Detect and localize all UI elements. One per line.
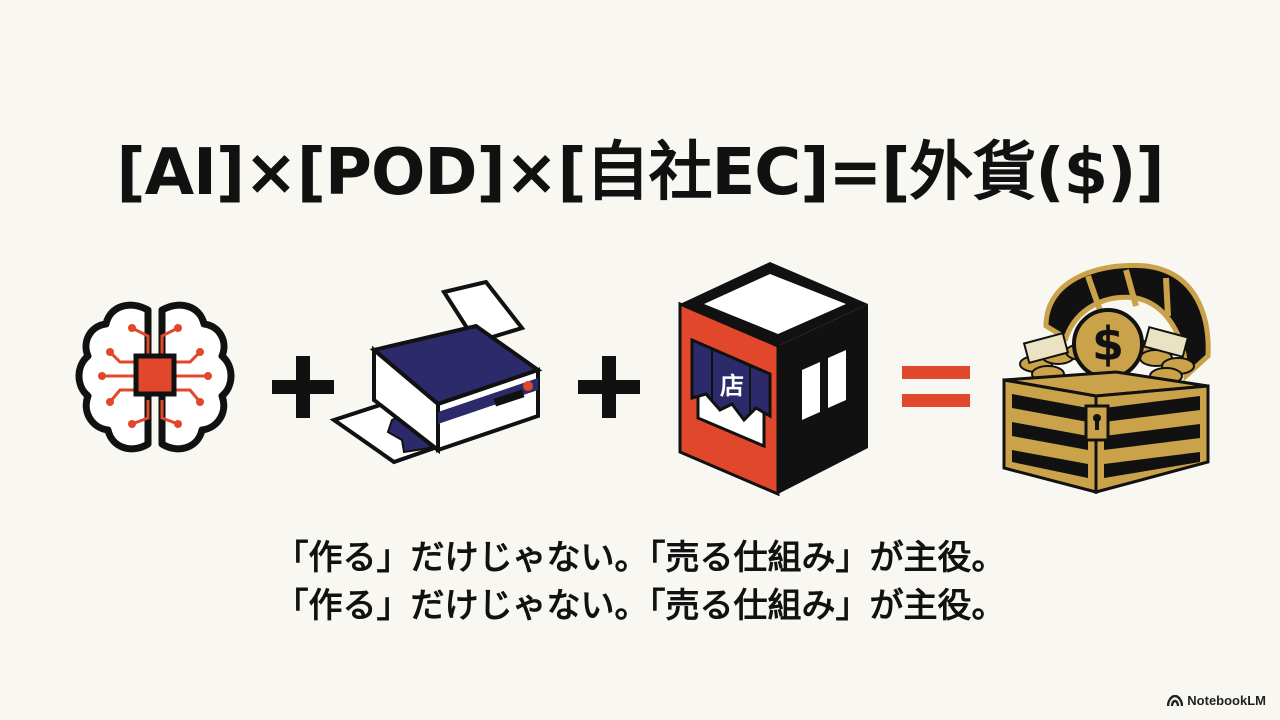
treasure-chest-icon: $ — [1002, 262, 1211, 494]
shop-storefront-icon: 店 — [678, 262, 868, 496]
dollar-symbol: $ — [1092, 317, 1124, 371]
printer-icon — [329, 280, 543, 465]
watermark-label: NotebookLM — [1187, 693, 1266, 708]
plus-operator-1 — [272, 356, 334, 418]
shop-sign-label: 店 — [720, 372, 744, 400]
tagline-line-2: 「作る」だけじゃない。「売る仕組み」が主役。 — [274, 586, 1006, 626]
notebooklm-watermark: NotebookLM — [1167, 693, 1266, 708]
brain-chip-icon — [75, 301, 235, 453]
equals-operator — [902, 366, 970, 407]
tagline-line-1: 「作る」だけじゃない。「売る仕組み」が主役。 — [274, 538, 1006, 578]
notebooklm-logo-icon — [1167, 694, 1184, 706]
formula-title: [AI]×[POD]×[自社EC]=[外貨($)] — [116, 136, 1164, 210]
plus-operator-2 — [578, 356, 640, 418]
